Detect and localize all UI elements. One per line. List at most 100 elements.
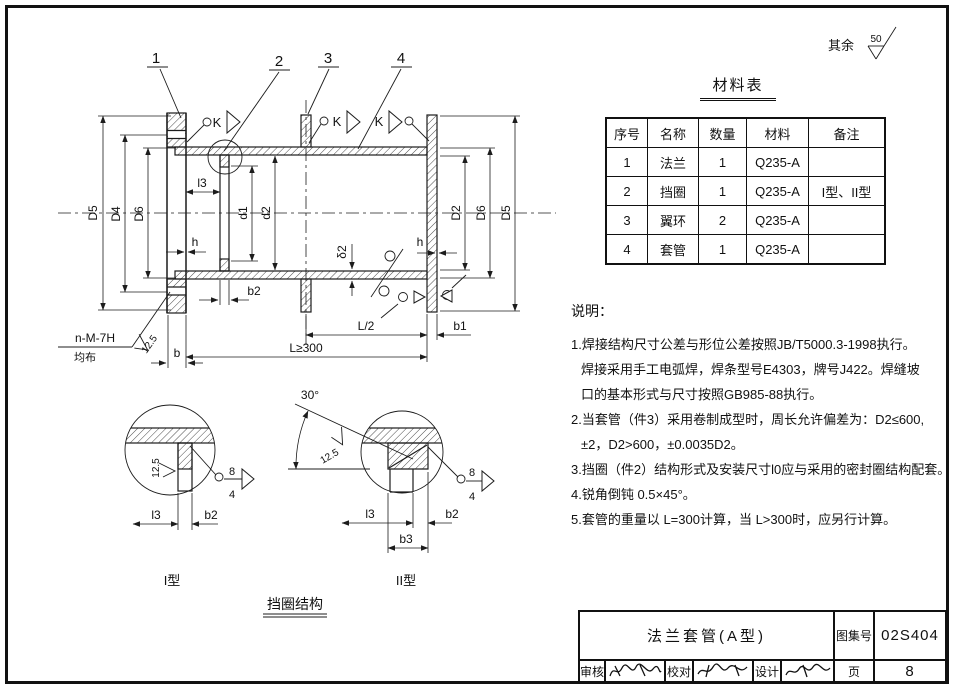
note-line: 1.焊接结构尺寸公差与形位公差按照JB/T5000.3-1998执行。 (571, 337, 916, 352)
material-table-cell: 1 (698, 147, 747, 177)
material-table-header-cell: 名称 (647, 117, 699, 148)
atlas-number: 02S404 (874, 611, 946, 660)
material-table-header-row: 序号名称数量材料备注 (605, 117, 886, 148)
balloon-4: 4 (397, 50, 405, 67)
thread-callout-note: 均布 (74, 351, 96, 364)
angle-30: 30° (301, 388, 319, 402)
check-label: 校对 (665, 660, 693, 682)
dim-b2-detail2: b2 (445, 507, 459, 521)
balloon-3: 3 (324, 50, 332, 67)
dim-D6-left: D6 (132, 206, 146, 222)
note-line: 口的基本形式与尺寸按照GB985-88执行。 (581, 387, 823, 402)
title-block: 法兰套管(A型) 图集号 02S404 审核 校对 设计 页 8 (578, 610, 948, 683)
material-table-cell (808, 147, 886, 177)
surface-finish-symbol (867, 26, 897, 60)
dim-b1: b1 (453, 319, 467, 333)
weld-size-bottom-2: 4 (469, 491, 475, 503)
material-table-cell: 翼环 (647, 205, 699, 235)
section-k-1: K (213, 115, 222, 130)
main-view (58, 66, 556, 368)
sheet-border (5, 5, 949, 684)
dim-b2-detail1: b2 (204, 508, 218, 522)
weld-size-bottom-1: 4 (229, 489, 235, 501)
thread-callout (58, 291, 171, 351)
weld-size-top-2: 8 (469, 467, 475, 479)
section-k-2: K (333, 114, 342, 129)
surface-value: 50 (870, 34, 882, 45)
dim-l3-main: l3 (197, 176, 207, 190)
material-table-cell: 套管 (647, 234, 699, 265)
material-table-cell: Q235-A (746, 205, 809, 235)
dimension-lines (98, 115, 520, 368)
label-type1: I型 (164, 573, 181, 588)
material-table-header-cell: 备注 (808, 117, 886, 148)
material-table-cell: Q235-A (746, 147, 809, 177)
dim-b3-detail2: b3 (399, 532, 413, 546)
design-signature (781, 660, 834, 682)
dim-h-right: h (417, 235, 424, 249)
dim-d2: d2 (259, 206, 273, 220)
section-k-3: K (375, 114, 384, 129)
balloon-2: 2 (275, 53, 283, 70)
label-type2: II型 (396, 573, 416, 588)
page-number: 8 (874, 660, 946, 682)
material-table-cell: 法兰 (647, 147, 699, 177)
material-table-cell: 2 (605, 176, 648, 206)
detail-type2 (288, 403, 495, 553)
weld-symbols (370, 248, 467, 319)
note-line: 2.当套管（件3）采用卷制成型时，周长允许偏差为：D2≤600, (571, 412, 925, 427)
drawing-title: 法兰套管(A型) (579, 611, 834, 660)
dim-L-half: L/2 (358, 319, 375, 333)
detail-caption: 挡圈结构 (267, 596, 323, 612)
dim-D2: D2 (449, 205, 463, 221)
roughness-detail2: 12.5 (319, 447, 342, 466)
dim-D6-right: D6 (474, 205, 488, 221)
dim-D5-left: D5 (86, 205, 100, 221)
surface-note: 其余 (828, 38, 854, 53)
material-table-cell: 1 (698, 176, 747, 206)
material-table-cell: 3 (605, 205, 648, 235)
material-table-cell: Q235-A (746, 176, 809, 206)
dim-D4: D4 (109, 206, 123, 222)
material-table-header-cell: 材料 (746, 117, 809, 148)
thread-callout-text: n-M-7H (75, 331, 115, 345)
check-signature (693, 660, 753, 682)
weld-size-top-1: 8 (229, 466, 235, 478)
dim-h-left: h (192, 235, 199, 249)
material-table-cell: Q235-A (746, 234, 809, 265)
material-table-header-cell: 序号 (605, 117, 648, 148)
detail-type1 (124, 404, 255, 530)
page-label: 页 (834, 660, 874, 682)
roughness-main: 12.5 (140, 333, 160, 356)
dim-b: b (174, 346, 181, 360)
balloon-leaders (147, 66, 412, 152)
section-marks (186, 109, 430, 144)
notes-title: 说明： (571, 303, 613, 319)
wing-ring-end (426, 114, 438, 313)
material-table-title: 材料表 (700, 74, 776, 101)
dim-b2-main: b2 (247, 284, 261, 298)
note-line: ±2，D2>600，±0.0035D2。 (581, 437, 744, 452)
review-label: 审核 (579, 660, 605, 682)
notes: 说明： 1.焊接结构尺寸公差与形位公差按照JB/T5000.3-1998执行。焊… (571, 301, 951, 532)
caption-underline (263, 613, 327, 618)
atlas-label: 图集号 (834, 611, 874, 660)
material-table-header-cell: 数量 (698, 117, 747, 148)
detail-circle (207, 139, 243, 175)
note-line: 5.套管的重量以 L=300计算，当 L>300时，应另行计算。 (571, 512, 897, 527)
material-table-cell: 1 (698, 234, 747, 265)
dim-l3-detail1: l3 (151, 508, 161, 522)
design-label: 设计 (753, 660, 781, 682)
note-line: 焊接采用手工电弧焊，焊条型号E4303，牌号J422。焊缝坡 (581, 362, 920, 377)
note-line: 4.锐角倒钝 0.5×45°。 (571, 487, 696, 502)
dim-delta2: δ2 (335, 245, 349, 259)
dim-l3-detail2: l3 (365, 507, 375, 521)
wing-ring-middle (300, 100, 312, 345)
